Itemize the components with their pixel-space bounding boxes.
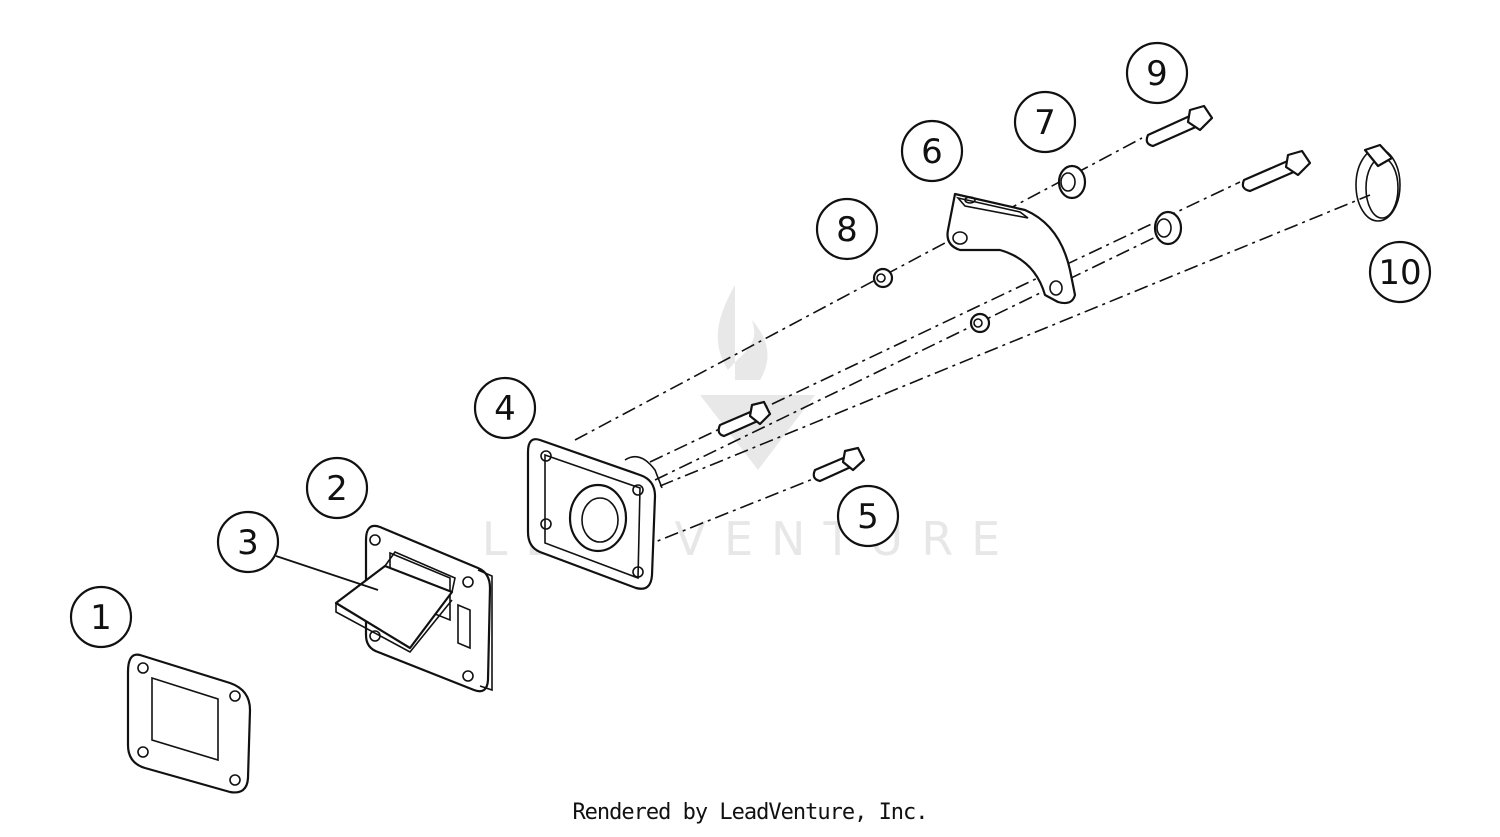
svg-text:8: 8 <box>836 210 858 250</box>
svg-text:10: 10 <box>1378 253 1421 293</box>
part-1-gasket <box>126 653 252 794</box>
callout-6: 6 <box>900 119 964 183</box>
callout-8: 8 <box>815 197 879 261</box>
svg-text:7: 7 <box>1034 103 1056 143</box>
svg-text:2: 2 <box>326 469 348 509</box>
svg-text:9: 9 <box>1146 54 1168 94</box>
svg-text:6: 6 <box>921 132 943 172</box>
callout-5: 5 <box>836 484 900 548</box>
part-10-hose-clamp <box>1355 143 1401 222</box>
callout-10: 10 <box>1368 240 1432 304</box>
callout-1: 1 <box>69 585 133 649</box>
callout-2: 2 <box>305 456 369 520</box>
part-8-spacers <box>872 267 991 334</box>
part-5-bolts <box>717 400 866 483</box>
svg-text:4: 4 <box>494 389 516 429</box>
svg-text:3: 3 <box>237 523 259 563</box>
footer-credit: Rendered by LeadVenture, Inc. <box>572 800 928 825</box>
part-4-intake-manifold <box>526 438 663 590</box>
svg-text:1: 1 <box>90 598 112 638</box>
part-7-grommets <box>1057 164 1183 246</box>
part-6-bracket <box>946 192 1077 305</box>
svg-text:5: 5 <box>857 497 879 537</box>
callout-7: 7 <box>1013 90 1077 154</box>
part-9-long-bolts <box>1145 104 1312 193</box>
callout-3: 3 <box>216 510 280 574</box>
callout-3-leader <box>275 555 379 591</box>
callout-9: 9 <box>1125 41 1189 105</box>
callout-4: 4 <box>473 376 537 440</box>
